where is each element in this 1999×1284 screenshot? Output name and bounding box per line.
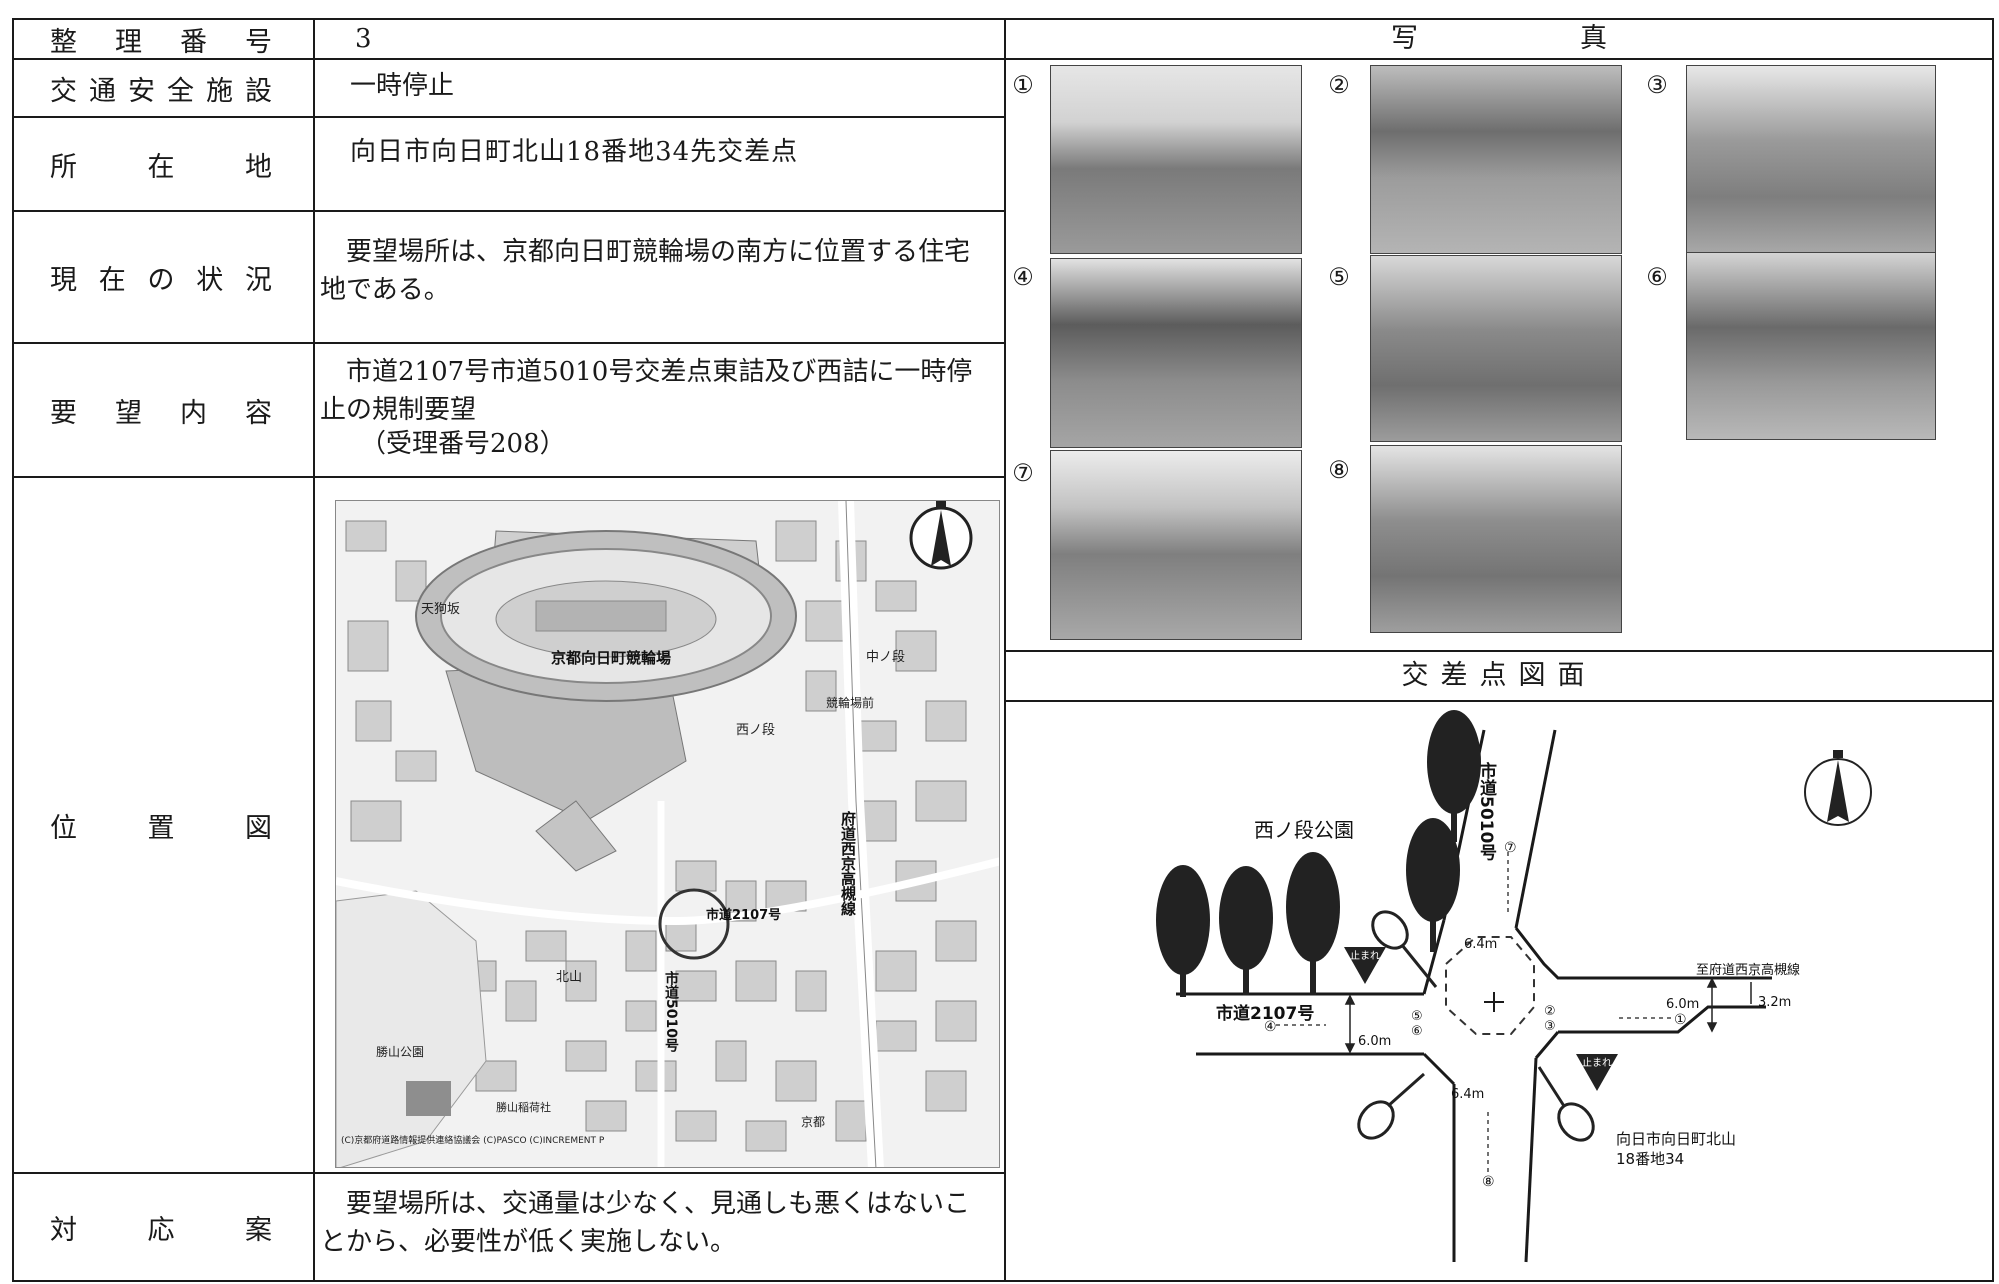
diagram-view-4: ④ — [1264, 1019, 1277, 1035]
target-circle-mark — [658, 888, 730, 960]
photo-number-1: ① — [1012, 71, 1034, 99]
label-yobo-naiyo: 要望内容 — [50, 397, 272, 429]
label-seiri-bango: 整理番号 — [50, 26, 272, 58]
photo-2 — [1370, 65, 1622, 254]
photo-5 — [1370, 255, 1622, 442]
label-shozaichi: 所在地 — [50, 151, 272, 183]
value-yobo-juri: （受理番号208） — [360, 429, 566, 459]
row-line-3 — [12, 210, 1006, 212]
diagram-view-2: ② — [1544, 1004, 1556, 1019]
photo-number-8: ⑧ — [1328, 456, 1350, 484]
map-label-tenguzaka: 天狗坂 — [421, 602, 460, 617]
diagram-label-address1: 向日市向日町北山 — [1616, 1130, 1736, 1148]
diagram-width-left: 6.0m — [1358, 1034, 1391, 1049]
stadium-shape — [415, 530, 797, 872]
value-taio-an: 要望場所は、交通量は少なく、見通しも悪くはないことから、必要性が低く実施しない。 — [320, 1189, 971, 1257]
row-line-4 — [12, 342, 1006, 344]
value-yobo-naiyo: 市道2107号市道5010号交差点東詰及び西詰に一時停止の規制要望 — [320, 357, 973, 425]
label-kotsu-anzen: 交通安全施設 — [50, 75, 272, 107]
diagram-view-8: ⑧ — [1482, 1174, 1495, 1190]
col-divider-label — [313, 18, 315, 1282]
map-label-kyoto-road: 府道西京高槻線 — [839, 810, 857, 917]
row-line-1 — [12, 58, 1006, 60]
map-label-kyoto: 京都 — [801, 1115, 825, 1129]
map-label-copyright: (C)京都府道路情報提供連絡協議会 (C)PASCO (C)INCREMENT … — [341, 1134, 605, 1146]
diagram-label-address2: 18番地34 — [1616, 1150, 1684, 1168]
frame-top — [12, 18, 1994, 20]
diagram-header-bottom — [1004, 700, 1994, 702]
map-label-shrine: 勝山稲荷社 — [496, 1100, 551, 1114]
photo-number-3: ③ — [1646, 71, 1668, 99]
value-kotsu-anzen: 一時停止 — [350, 71, 455, 101]
diagram-north-arrow-icon — [1804, 750, 1872, 826]
map-label-nakanodan: 中ノ段 — [866, 650, 905, 665]
map-label-road5010: 市道5010号 — [663, 970, 679, 1053]
diagram-view-6: ⑥ — [1411, 1024, 1423, 1039]
photo-6 — [1686, 252, 1936, 440]
diagram-width-top: 6.4m — [1464, 937, 1497, 952]
map-label-station: 競輪場前 — [826, 695, 874, 710]
label-ichi-zu: 位置図 — [50, 812, 272, 844]
map-label-nishinodan: 西ノ段 — [736, 723, 775, 738]
intersection-diagram-svg: 止まれ 止まれ — [1156, 710, 1872, 1263]
diagram-view-3: ③ — [1544, 1019, 1556, 1034]
diagram-view-7: ⑦ — [1504, 840, 1517, 856]
diagram-label-park: 西ノ段公園 — [1254, 818, 1354, 842]
intersection-diagram: 止まれ 止まれ — [1006, 702, 1992, 1280]
value-shozaichi: 向日市向日町北山18番地34先交差点 — [350, 137, 799, 167]
map-label-road2107: 市道2107号 — [706, 907, 781, 923]
row-line-5 — [12, 476, 1006, 478]
photo-header-line — [1004, 58, 1994, 60]
diagram-width-right: 6.0m — [1666, 997, 1699, 1012]
photo-number-4: ④ — [1012, 263, 1034, 291]
diagram-view-5: ⑤ — [1411, 1009, 1423, 1024]
svg-text:止まれ: 止まれ — [1582, 1057, 1612, 1069]
stop-sign-west: 止まれ — [1344, 947, 1386, 984]
park-trees — [1156, 710, 1481, 997]
photo-7 — [1050, 450, 1302, 640]
photo-number-7: ⑦ — [1012, 459, 1034, 487]
location-map-svg: 京都向日町競輪場 天狗坂 中ノ段 西ノ段 競輪場前 府道西京高槻線 市道2107… — [336, 501, 999, 1167]
label-taio-an: 対応案 — [50, 1214, 272, 1246]
diagram-width-far-right: 3.2m — [1758, 995, 1791, 1010]
location-map: 京都向日町競輪場 天狗坂 中ノ段 西ノ段 競輪場前 府道西京高槻線 市道2107… — [335, 500, 1000, 1168]
stop-sign-east: 止まれ — [1576, 1054, 1618, 1091]
label-genzai-jokyo: 現在の状況 — [50, 264, 272, 296]
diagram-width-bottom: 6.4m — [1451, 1087, 1484, 1102]
diagram-label-to-route: 至府道西京高槻線 — [1696, 962, 1800, 978]
photo-3 — [1686, 65, 1936, 254]
photo-4 — [1050, 258, 1302, 448]
map-north-arrow-icon — [909, 501, 973, 570]
frame-bottom — [12, 1280, 1994, 1282]
mirror-icon — [1357, 910, 1595, 1142]
photos-header: 写 真 — [1391, 23, 1607, 54]
diagram-header-top — [1004, 650, 1994, 652]
row-line-6 — [12, 1172, 1006, 1174]
value-genzai-jokyo: 要望場所は、京都向日町競輪場の南方に位置する住宅地である。 — [320, 237, 971, 305]
row-line-2 — [12, 116, 1006, 118]
photo-8 — [1370, 445, 1622, 633]
value-seiri-bango: 3 — [355, 24, 372, 54]
svg-text:止まれ: 止まれ — [1350, 950, 1380, 962]
diagram-label-road5010: 市道5010号 — [1476, 761, 1497, 861]
diagram-header: 交差点図面 — [1401, 660, 1597, 691]
photo-number-6: ⑥ — [1646, 263, 1668, 291]
map-label-keirin: 京都向日町競輪場 — [551, 649, 671, 667]
map-label-kitayama: 北山 — [556, 970, 582, 985]
frame-left — [12, 18, 14, 1282]
diagram-view-1: ① — [1674, 1012, 1687, 1028]
photo-1 — [1050, 65, 1302, 254]
map-label-park: 勝山公園 — [376, 1044, 424, 1059]
photo-number-2: ② — [1328, 71, 1350, 99]
photo-number-5: ⑤ — [1328, 263, 1350, 291]
diagram-label-road2107: 市道2107号 — [1216, 1003, 1314, 1024]
